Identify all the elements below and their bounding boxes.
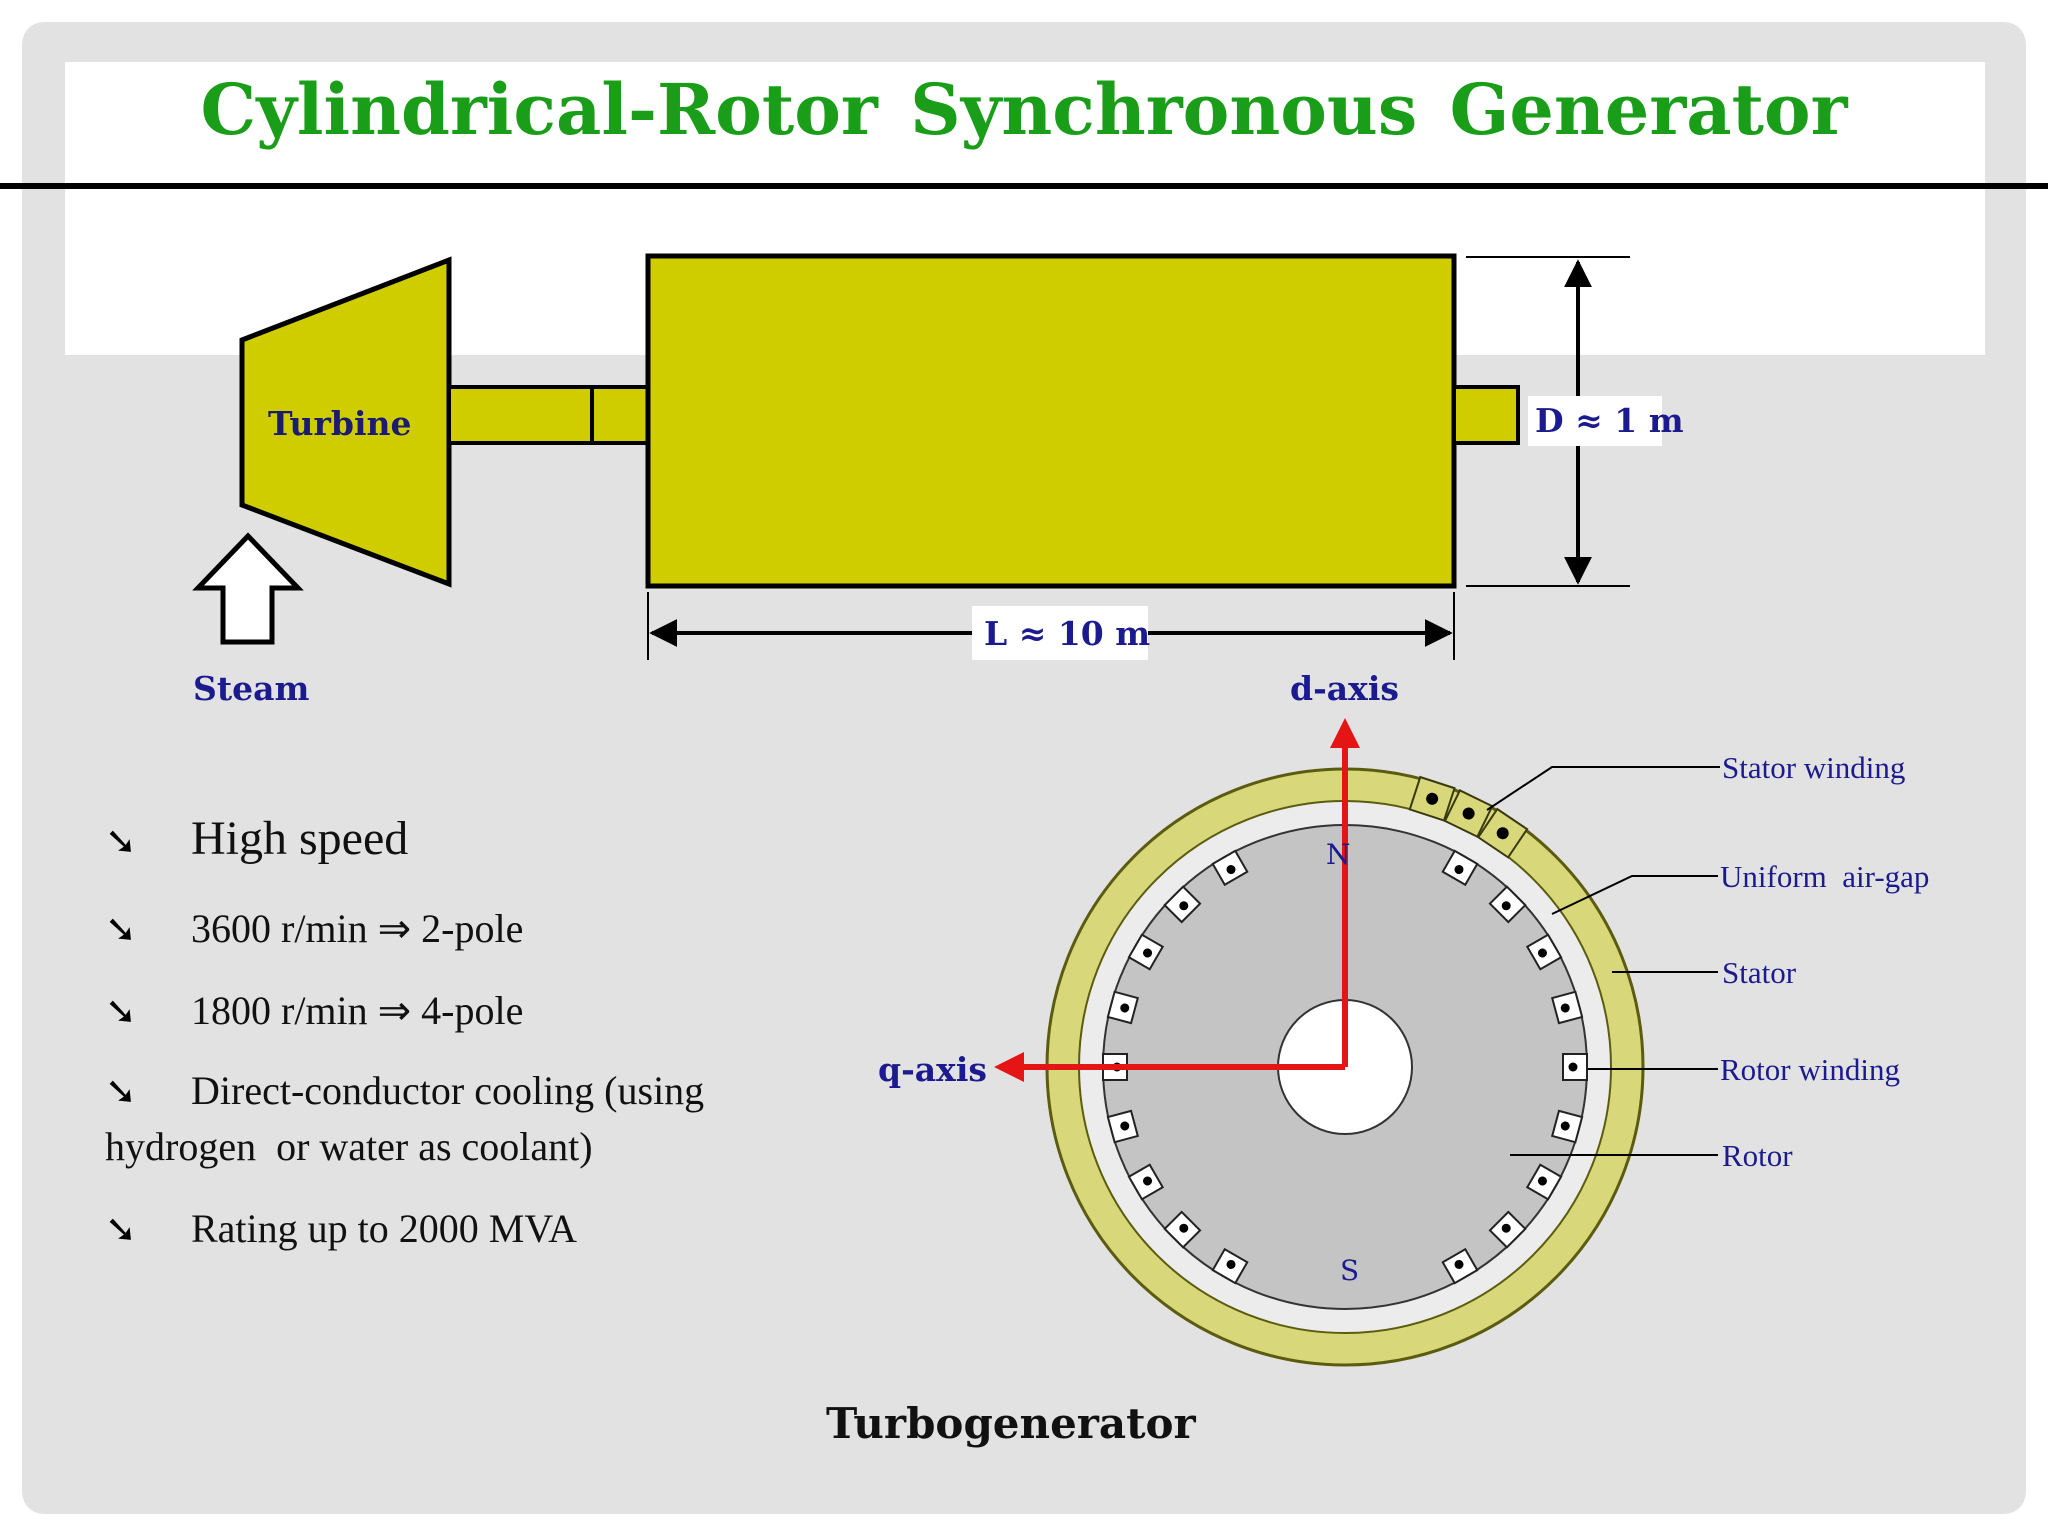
stator-conductor xyxy=(1408,775,1456,822)
rotor-slot xyxy=(1127,1163,1165,1201)
rotor-slot xyxy=(1163,1210,1202,1249)
rotor-slot xyxy=(1525,1163,1563,1201)
list-item: ➘ Direct-conductor cooling (using xyxy=(105,1062,805,1120)
turbogenerator-caption: Turbogenerator xyxy=(826,1399,1197,1448)
bullet-text: 3600 r/min ⇒ 2-pole xyxy=(191,906,524,951)
rotor-slot xyxy=(1163,885,1202,924)
rotor-winding-slots xyxy=(1102,849,1588,1285)
bullet-arrow-icon: ➘ xyxy=(105,1207,137,1251)
north-pole-label: N xyxy=(1326,838,1351,871)
slide-title: Cylindrical-Rotor Synchronous Generator xyxy=(200,68,1848,151)
d-axis-arrowhead xyxy=(1330,718,1360,748)
title-underline xyxy=(0,183,2048,189)
rotor-slot xyxy=(1127,933,1165,971)
steam-arrow-icon xyxy=(192,532,304,645)
bullet-text: High speed xyxy=(191,812,409,865)
air-gap-callout: Uniform air-gap xyxy=(1720,859,1929,894)
rotor-slot xyxy=(1562,1053,1588,1081)
rotor-callout: Rotor xyxy=(1722,1138,1793,1173)
rotor-slot xyxy=(1106,1109,1140,1144)
side-view xyxy=(192,253,1662,660)
rotor-slot xyxy=(1441,849,1479,887)
steam-label: Steam xyxy=(193,669,309,708)
rotor-slot xyxy=(1488,885,1527,924)
stator-winding-leader xyxy=(1486,766,1720,811)
bullet-text: 1800 r/min ⇒ 4-pole xyxy=(191,988,524,1033)
rotor-slot xyxy=(1211,1247,1249,1285)
generator-body xyxy=(645,253,1457,589)
bullet-text: hydrogen or water as coolant) xyxy=(105,1124,593,1169)
rotor-slot xyxy=(1211,849,1249,887)
q-axis-label: q-axis xyxy=(878,1050,987,1089)
air-gap-leader xyxy=(1551,875,1718,915)
shaft-right xyxy=(1452,385,1520,445)
length-label-bg xyxy=(972,606,1148,660)
shaft-left xyxy=(447,385,650,445)
diameter-label: D ≈ 1 m xyxy=(1535,401,1684,440)
diagram-labels: Turbine Steam L ≈ 10 m D ≈ 1 m d-axis q-… xyxy=(193,401,1684,1287)
list-item: ➘ High speed xyxy=(105,810,805,870)
length-label: L ≈ 10 m xyxy=(984,614,1150,653)
bullet-arrow-icon: ➘ xyxy=(105,1069,137,1113)
rotor-slot xyxy=(1525,933,1563,971)
bullet-arrow-icon: ➘ xyxy=(105,819,137,863)
callout-labels: Stator winding Uniform air-gap Stator Ro… xyxy=(1720,750,1929,1173)
stator-conductor xyxy=(1476,807,1529,859)
stator-callout: Stator xyxy=(1722,955,1797,990)
rotor-slot xyxy=(1550,990,1584,1025)
rotor-slot xyxy=(1106,990,1140,1025)
south-pole-label: S xyxy=(1340,1254,1359,1287)
turbine-shape xyxy=(239,256,452,588)
rotor-slot xyxy=(1441,1247,1479,1285)
list-item: ➘ 1800 r/min ⇒ 4-pole xyxy=(105,982,805,1040)
cross-section xyxy=(994,718,1720,1367)
stator-winding-callout: Stator winding xyxy=(1722,750,1905,785)
bullet-text: Rating up to 2000 MVA xyxy=(191,1206,577,1251)
list-item: ➘ Rating up to 2000 MVA xyxy=(105,1200,805,1258)
diameter-label-bg xyxy=(1528,396,1662,446)
list-item: ➘ 3600 r/min ⇒ 2-pole xyxy=(105,900,805,958)
d-axis-label: d-axis xyxy=(1290,669,1399,708)
bullet-arrow-icon: ➘ xyxy=(105,989,137,1033)
rotor-winding-callout: Rotor winding xyxy=(1720,1052,1900,1087)
rotor-slot xyxy=(1550,1109,1584,1144)
stator-conductor xyxy=(1443,789,1494,839)
rotor-slot xyxy=(1488,1210,1527,1249)
stator-winding-slots xyxy=(1408,775,1529,859)
turbine-label: Turbine xyxy=(268,404,412,443)
bullet-text: Direct-conductor cooling (using xyxy=(191,1068,705,1113)
list-item-continuation: hydrogen or water as coolant) xyxy=(105,1118,805,1176)
bullet-arrow-icon: ➘ xyxy=(105,907,137,951)
q-axis-arrowhead xyxy=(994,1052,1024,1082)
